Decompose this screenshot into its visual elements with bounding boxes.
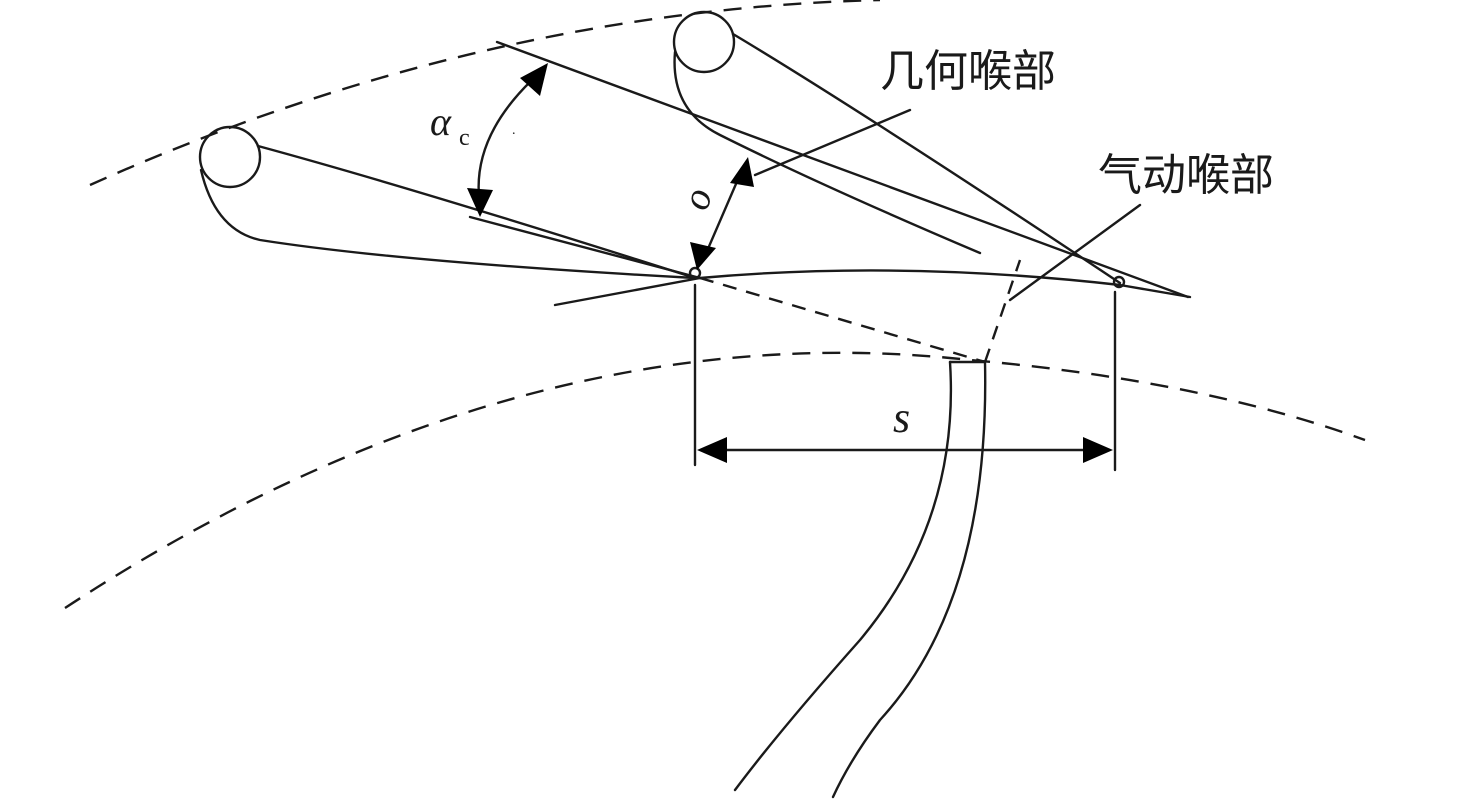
geometric-throat-leader bbox=[753, 108, 912, 177]
alpha-label: α bbox=[430, 99, 452, 144]
alpha-dot: . bbox=[512, 123, 516, 138]
angle-alpha-arc bbox=[467, 63, 548, 217]
pitch-s-dimension bbox=[693, 283, 1117, 472]
aero-throat-dashed bbox=[983, 259, 1022, 363]
tangent-line-upper bbox=[495, 40, 1190, 299]
tangent-line-lower-left bbox=[553, 276, 702, 307]
tangent-line-lower-right bbox=[1118, 283, 1192, 299]
aero-throat-leader bbox=[1008, 203, 1142, 302]
geometric-throat-label: 几何喉部 bbox=[880, 46, 1056, 97]
throat-o-dimension bbox=[690, 157, 754, 270]
right-blade bbox=[672, 10, 1126, 289]
left-blade bbox=[198, 125, 702, 280]
s-label: s bbox=[893, 393, 910, 442]
aero-throat-label: 气动喉部 bbox=[1098, 150, 1274, 201]
blade-chord-line bbox=[468, 215, 702, 280]
alpha-subscript: c bbox=[459, 125, 470, 151]
dashed-extension-line bbox=[699, 276, 986, 364]
mid-blade-section bbox=[698, 269, 1122, 799]
o-label: o bbox=[672, 183, 721, 214]
inner-dashed-arc bbox=[64, 351, 1366, 610]
outer-dashed-arc bbox=[89, 0, 881, 187]
